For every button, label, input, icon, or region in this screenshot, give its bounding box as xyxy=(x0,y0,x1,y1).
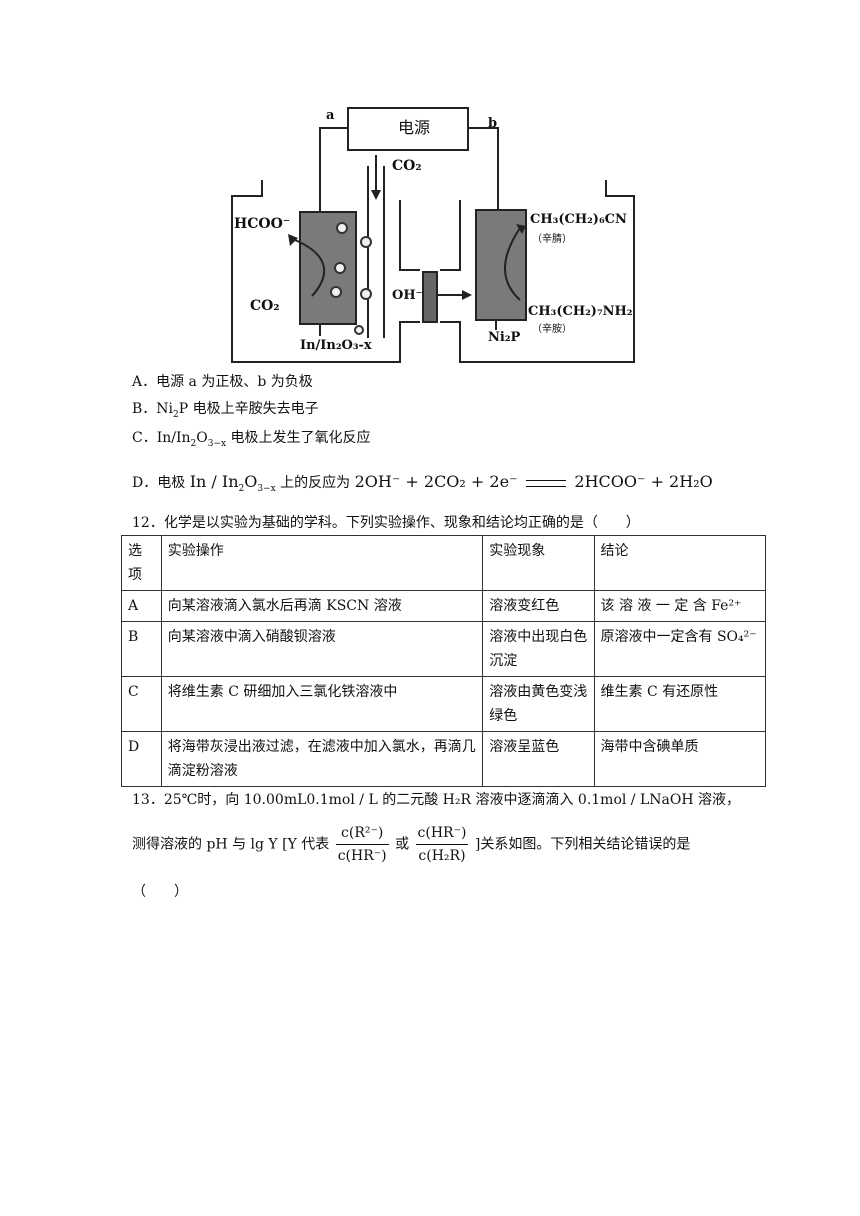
cell-option: B xyxy=(121,621,162,677)
header-option: 选项 xyxy=(121,535,162,591)
option-a: A．电源 a 为正极、b 为负极 xyxy=(132,374,313,390)
bubble xyxy=(334,262,346,274)
right-electrode-plate xyxy=(475,209,527,321)
right-cell-wall xyxy=(440,180,635,363)
header-conclusion: 结论 xyxy=(593,535,767,591)
table-row: D 将海带灰浸出液过滤，在滤液中加入氯水，再滴几滴淀粉溶液 溶液呈蓝色 海带中含… xyxy=(121,731,767,787)
cell-option: D xyxy=(121,731,162,787)
nitrile-formula: CH₃(CH₂)₆CN xyxy=(530,212,627,227)
bubble xyxy=(330,286,342,298)
co2-left-label: CO₂ xyxy=(250,298,280,314)
co2-inlet-label: CO₂ xyxy=(392,158,422,174)
bubble xyxy=(354,325,364,335)
bubble xyxy=(360,236,372,248)
nitrile-name: （辛腈） xyxy=(532,234,572,245)
terminal-a-label: a xyxy=(326,108,335,123)
cell-operation: 向某溶液滴入氯水后再滴 KSCN 溶液 xyxy=(160,590,484,622)
option-b: B．Ni2P 电极上辛胺失去电子 xyxy=(132,401,319,420)
electrolysis-diagram xyxy=(231,107,635,363)
cell-phenomenon: 溶液中出现白色沉淀 xyxy=(482,621,595,677)
option-d: D．电极 In / In2O3−x 上的反应为 2OH⁻ + 2CO₂ + 2e… xyxy=(132,472,713,494)
table-row: C 将维生素 C 研细加入三氯化铁溶液中 溶液由黄色变浅绿色 维生素 C 有还原… xyxy=(121,676,767,732)
header-phenomenon: 实验现象 xyxy=(482,535,595,591)
question-12-stem: 12．化学是以实验为基础的学科。下列实验操作、现象和结论均正确的是（ ） xyxy=(132,515,640,531)
question-13-line2: 测得溶液的 pH 与 lg Y [Y 代表 c(R²⁻) c(HR⁻) 或 c(… xyxy=(132,822,690,867)
terminal-b-label: b xyxy=(488,116,498,131)
left-cell-wall xyxy=(231,180,420,363)
question-13-line1: 13．25℃时，向 10.00mL0.1mol / L 的二元酸 H₂R 溶液中… xyxy=(132,792,741,808)
table-row: B 向某溶液中滴入硝酸钡溶液 溶液中出现白色沉淀 原溶液中一定含有 SO₄²⁻ xyxy=(121,621,767,677)
ion-membrane xyxy=(422,271,438,323)
cell-option: A xyxy=(121,590,162,622)
cell-operation: 向某溶液中滴入硝酸钡溶液 xyxy=(160,621,484,677)
cell-operation: 将海带灰浸出液过滤，在滤液中加入氯水，再滴几滴淀粉溶液 xyxy=(160,731,484,787)
answer-bracket: （ ） xyxy=(132,884,188,900)
amine-name: （辛胺） xyxy=(532,324,572,335)
cell-conclusion: 海带中含碘单质 xyxy=(593,731,767,787)
cell-conclusion: 维生素 C 有还原性 xyxy=(593,676,767,732)
cell-conclusion: 该 溶 液 一 定 含 Fe²⁺ xyxy=(593,590,767,622)
cell-phenomenon: 溶液呈蓝色 xyxy=(482,731,595,787)
table-row: A 向某溶液滴入氯水后再滴 KSCN 溶液 溶液变红色 该 溶 液 一 定 含 … xyxy=(121,590,767,622)
wire-b xyxy=(468,127,499,212)
experiment-table: 选项 实验操作 实验现象 结论 A 向某溶液滴入氯水后再滴 KSCN 溶液 溶液… xyxy=(121,535,767,787)
cell-phenomenon: 溶液变红色 xyxy=(482,590,595,622)
hydroxide-label: OH⁻ xyxy=(392,288,423,303)
cell-option: C xyxy=(121,676,162,732)
option-c: C．In/In2O3−x 电极上发生了氧化反应 xyxy=(132,430,371,449)
bubble xyxy=(336,222,348,234)
cell-operation: 将维生素 C 研细加入三氯化铁溶液中 xyxy=(160,676,484,732)
bubble xyxy=(360,288,372,300)
amine-formula: CH₃(CH₂)₇NH₂ xyxy=(528,304,633,319)
cell-phenomenon: 溶液由黄色变浅绿色 xyxy=(482,676,595,732)
fraction-r-over-hr: c(R²⁻) c(HR⁻) xyxy=(335,822,389,867)
fraction-hr-over-h2r: c(HR⁻) c(H₂R) xyxy=(415,822,469,867)
cell-conclusion: 原溶液中一定含有 SO₄²⁻ xyxy=(593,621,767,677)
hcoo-label: HCOO⁻ xyxy=(234,216,291,232)
left-electrode-label: In/In₂O₃-x xyxy=(300,338,372,353)
equilibrium-double-line xyxy=(525,479,566,487)
header-operation: 实验操作 xyxy=(160,535,484,591)
wire-a xyxy=(319,127,348,215)
table-header-row: 选项 实验操作 实验现象 结论 xyxy=(121,535,767,591)
power-source-label: 电源 xyxy=(398,118,431,137)
right-electrode-label: Ni₂P xyxy=(488,330,521,345)
